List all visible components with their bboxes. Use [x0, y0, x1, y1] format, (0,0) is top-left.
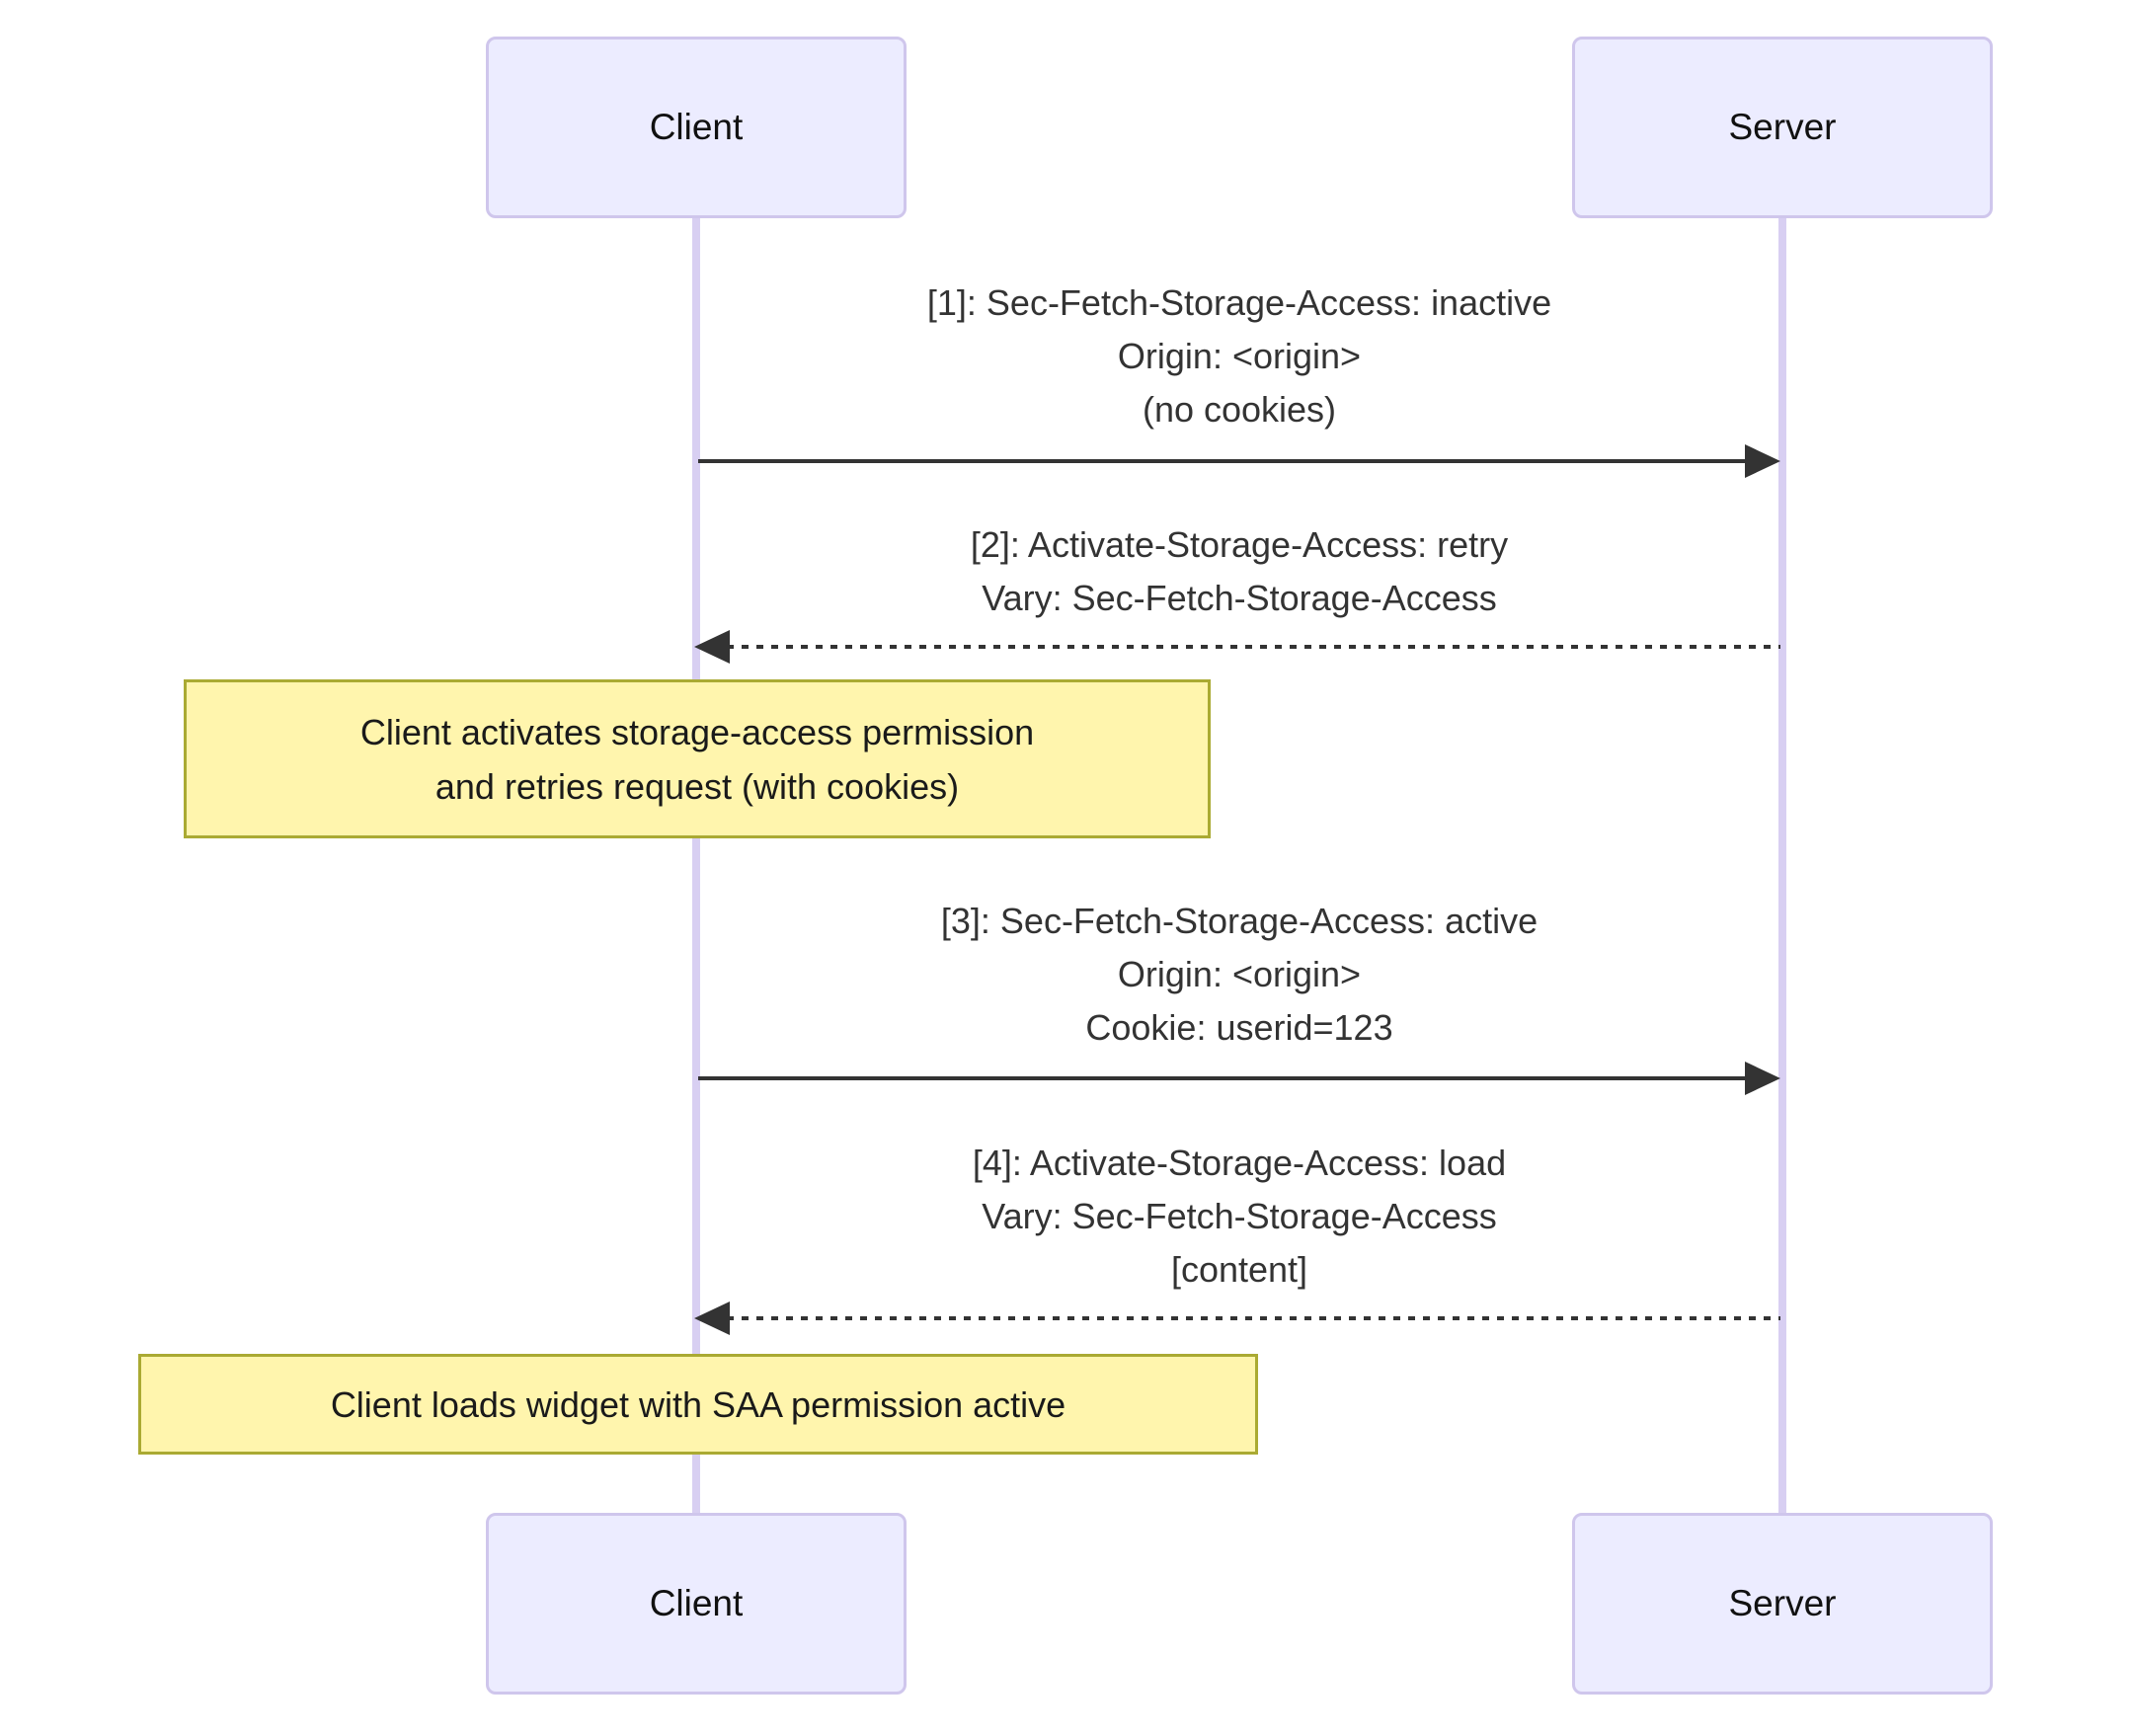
note-line: Client activates storage-access permissi… [359, 711, 1035, 752]
actor-client-top: Client [486, 37, 907, 218]
message-line: (no cookies) [1142, 389, 1337, 430]
message-line: Vary: Sec-Fetch-Storage-Access [982, 1196, 1497, 1236]
actor-label: Server [1728, 1583, 1837, 1623]
message-3-text: [3]: Sec-Fetch-Storage-Access: active Or… [696, 895, 1782, 1055]
arrowhead-right-icon [1745, 444, 1780, 478]
server-lifeline [1778, 218, 1786, 1513]
message-4-text: [4]: Activate-Storage-Access: load Vary:… [696, 1137, 1782, 1297]
message-4-arrow [694, 1302, 1780, 1335]
message-1-arrow [698, 444, 1780, 478]
message-line: Cookie: userid=123 [1085, 1007, 1393, 1048]
message-line: [2]: Activate-Storage-Access: retry [970, 524, 1509, 565]
actor-server-bottom: Server [1572, 1513, 1993, 1695]
message-2-arrow [694, 630, 1780, 664]
note-activate-retry: Client activates storage-access permissi… [184, 679, 1211, 838]
actor-label: Server [1728, 107, 1837, 147]
message-line: [content] [1170, 1249, 1308, 1290]
actor-client-bottom: Client [486, 1513, 907, 1695]
note-load-widget: Client loads widget with SAA permission … [138, 1354, 1258, 1455]
message-line: Origin: <origin> [1117, 336, 1362, 376]
message-line: [3]: Sec-Fetch-Storage-Access: active [940, 901, 1539, 941]
arrowhead-right-icon [1745, 1062, 1780, 1095]
message-line: [4]: Activate-Storage-Access: load [972, 1143, 1507, 1183]
message-1-text: [1]: Sec-Fetch-Storage-Access: inactive … [696, 276, 1782, 436]
message-2-text: [2]: Activate-Storage-Access: retry Vary… [696, 518, 1782, 625]
note-line: Client loads widget with SAA permission … [330, 1383, 1066, 1425]
actor-label: Client [649, 107, 744, 147]
actor-label: Client [649, 1583, 744, 1623]
message-line: Vary: Sec-Fetch-Storage-Access [982, 578, 1497, 618]
message-3-arrow [698, 1062, 1780, 1095]
actor-server-top: Server [1572, 37, 1993, 218]
message-line: [1]: Sec-Fetch-Storage-Access: inactive [926, 282, 1552, 323]
note-line: and retries request (with cookies) [434, 765, 960, 807]
client-lifeline [692, 218, 700, 1513]
message-line: Origin: <origin> [1117, 954, 1362, 994]
